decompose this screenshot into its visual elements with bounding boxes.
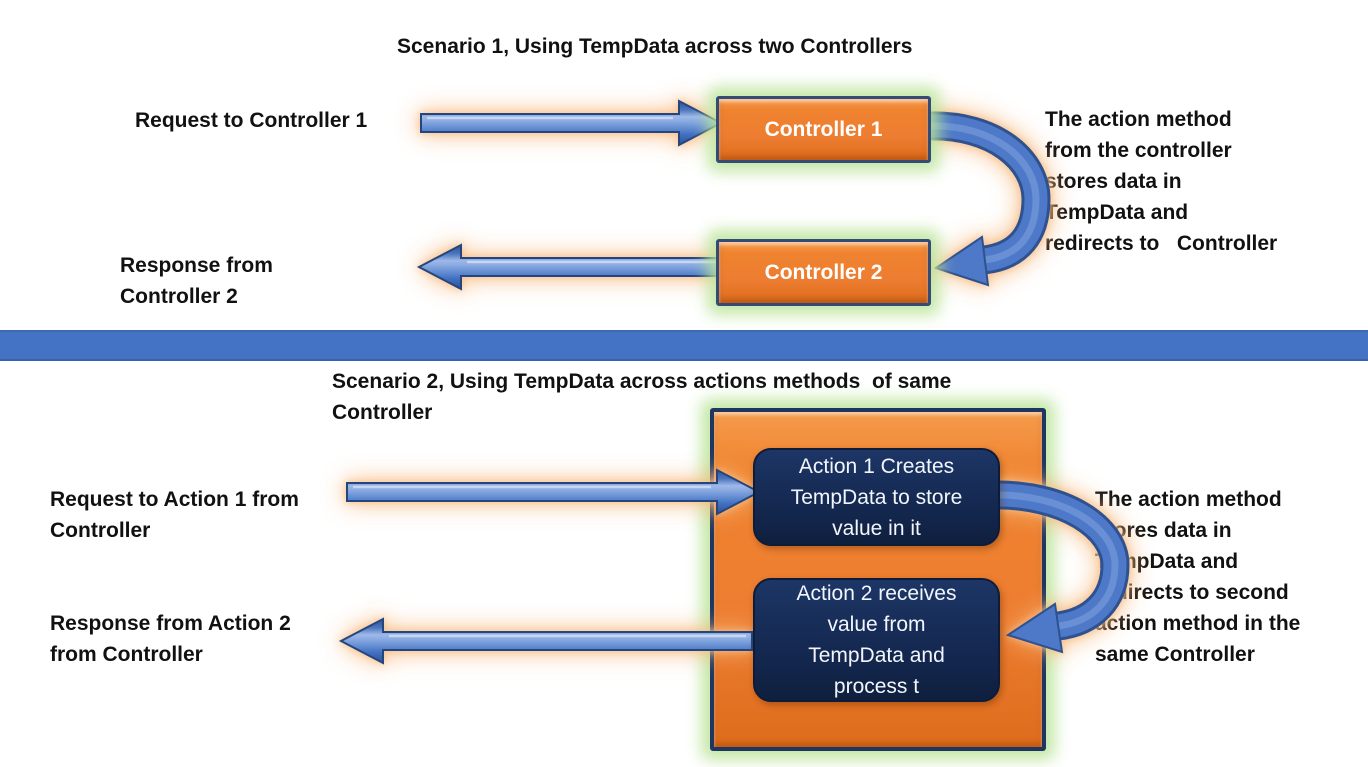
request-right-arrow-s2-icon [346,468,762,516]
controller1-box: Controller 1 [716,96,931,163]
controller2-box: Controller 2 [716,239,931,306]
action1-label: Action 1 Creates TempData to store value… [790,454,963,540]
arrow-body [346,468,762,516]
response-left-arrow-s2-icon [338,617,753,665]
scenario1-note: The action method from the controller st… [1045,108,1278,255]
request-to-controller1-label: Request to Controller 1 [135,109,368,132]
curve-arrowhead [1005,602,1064,654]
curve-arrowhead [933,235,990,287]
response-from-controller2-label: Response from Controller 2 [120,254,273,308]
request-right-arrow-icon [420,99,724,147]
section-divider-bar [0,330,1368,361]
action1-box: Action 1 Creates TempData to store value… [753,448,1000,546]
controller2-label: Controller 2 [764,260,883,284]
arrow-body [338,617,753,665]
arrow-body [420,99,724,147]
scenario2-note: The action method stores data in TempDat… [1095,488,1301,666]
redirect-curved-arrow-s2-icon [989,480,1130,654]
action2-label: Action 2 receives value from TempData an… [796,582,957,698]
response-from-action2-label: Response from Action 2 from Controller [50,612,291,666]
scenario2-title: Scenario 2, Using TempData across action… [332,370,952,424]
action2-box: Action 2 receives value from TempData an… [753,578,1000,702]
scenario1-title: Scenario 1, Using TempData across two Co… [397,35,913,58]
curve-highlight [927,122,1040,264]
request-to-action1-label: Request to Action 1 from Controller [50,488,299,542]
curve-highlight [989,491,1119,630]
controller1-label: Controller 1 [764,117,883,141]
redirect-curved-arrow-s1-icon [927,111,1051,287]
